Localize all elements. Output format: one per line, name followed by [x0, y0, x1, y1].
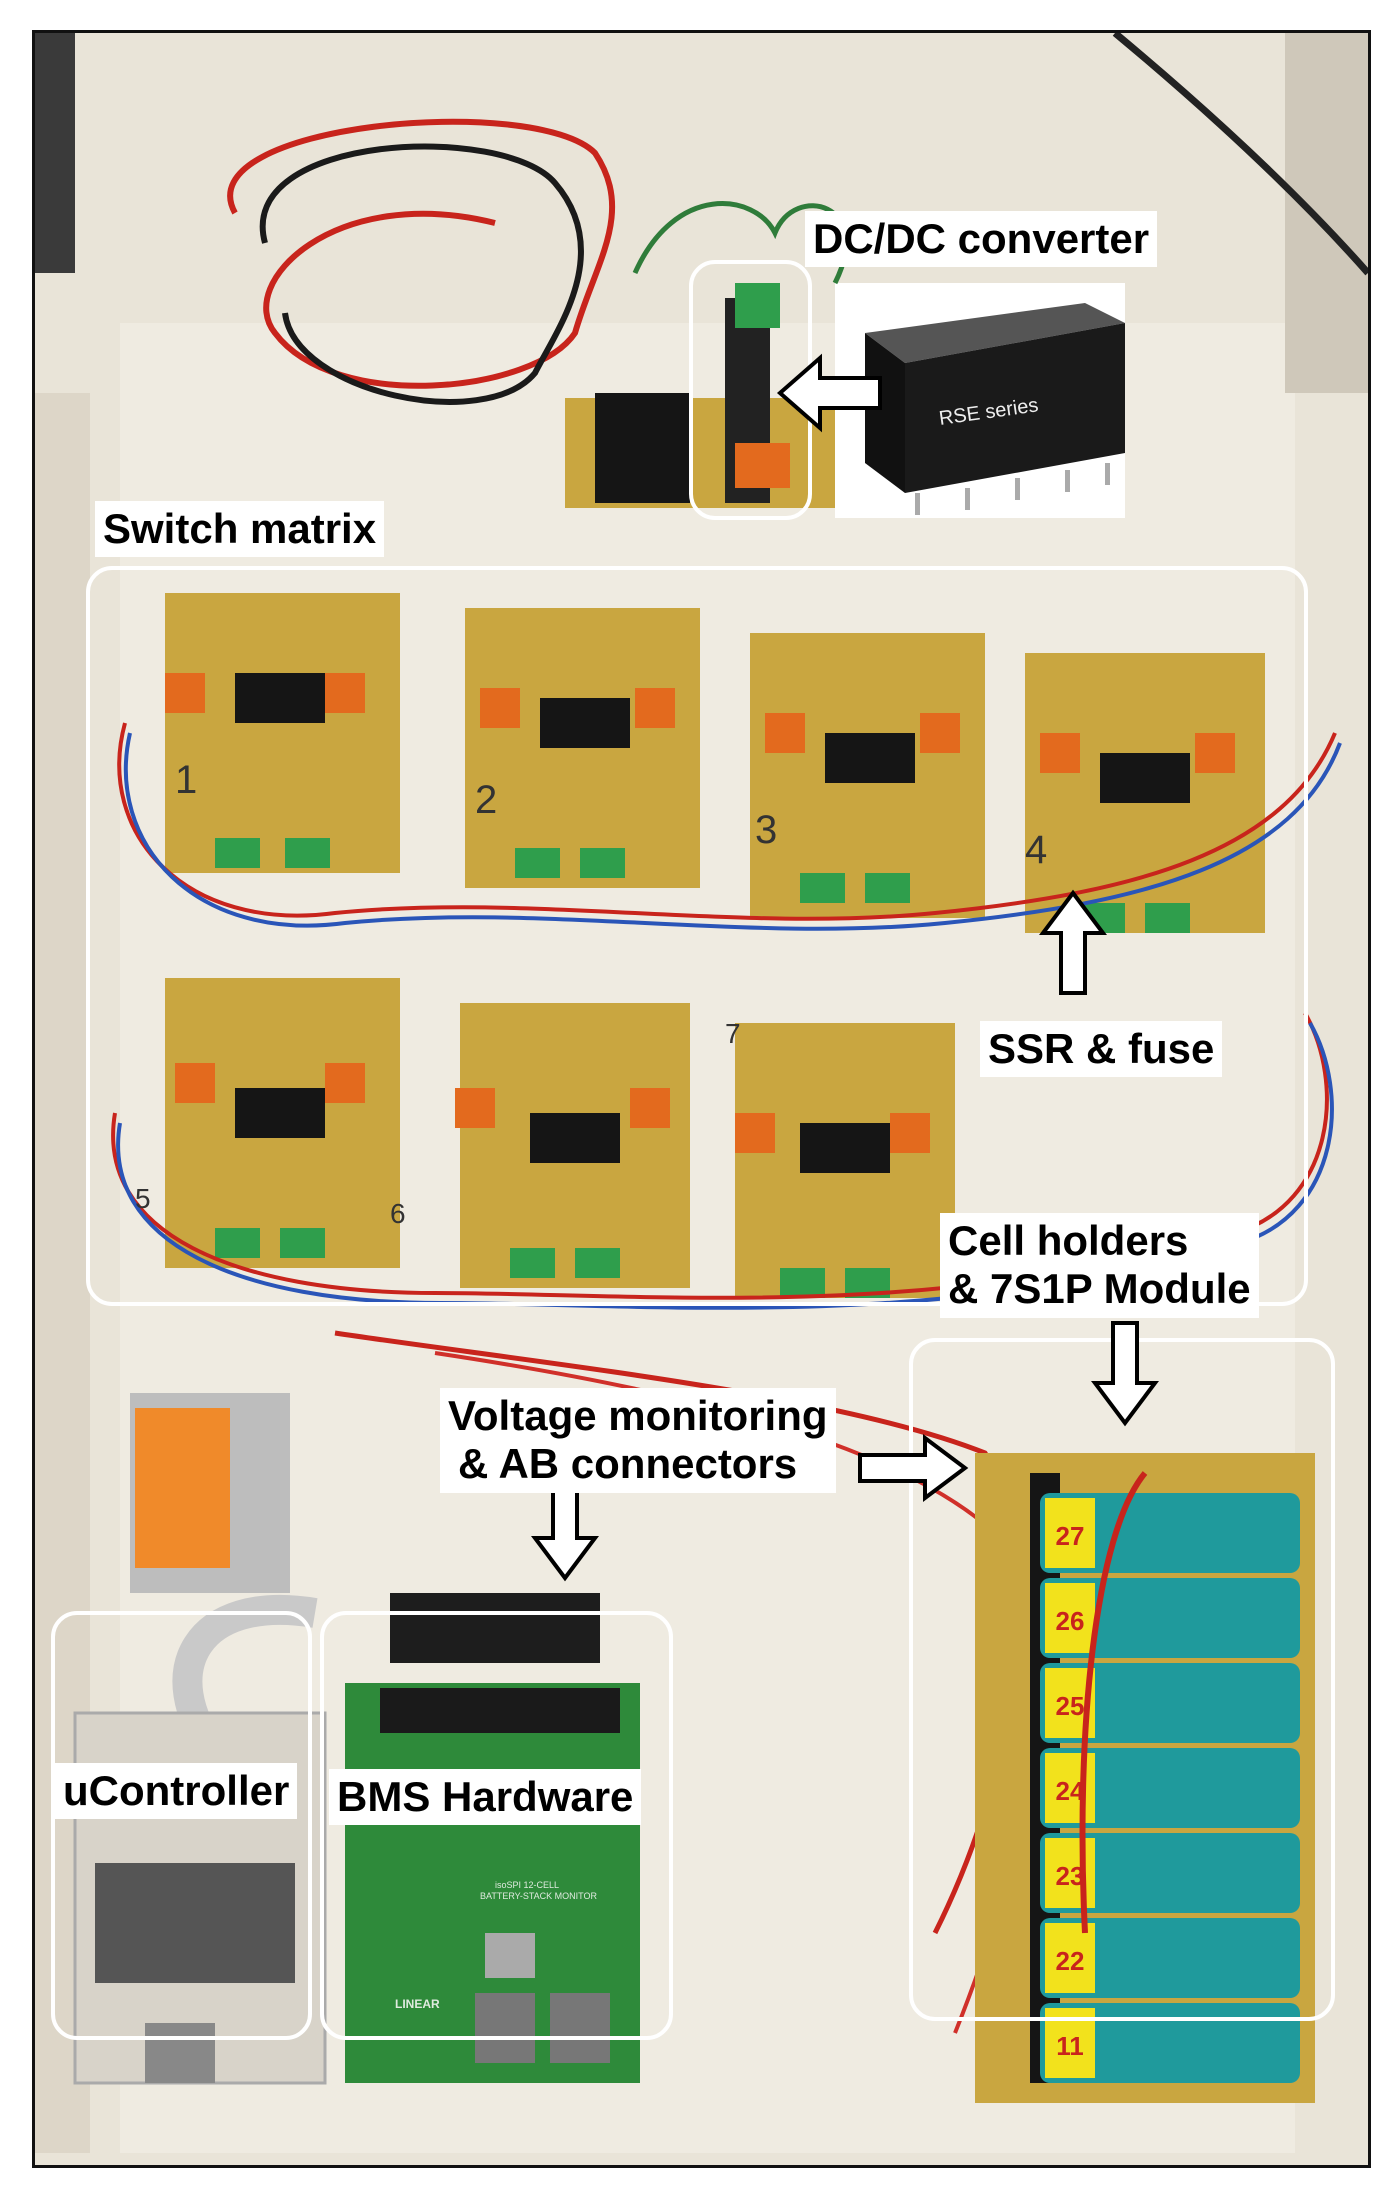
switch-board-2: [465, 608, 700, 888]
lever-connector: [130, 1393, 290, 1593]
cell-label: 23: [1056, 1861, 1085, 1891]
arrow-right-icon: [858, 1434, 969, 1502]
cell-holders-line1: Cell holders: [948, 1217, 1189, 1264]
ssr-fuse-label: SSR & fuse: [980, 1021, 1223, 1078]
dark-corner: [35, 33, 75, 273]
photo-frame: RSE series: [32, 30, 1371, 2168]
switch-number: 7: [725, 1018, 741, 1049]
twisted-wire-red-2: [111, 1012, 1329, 1300]
switch-number: 2: [475, 778, 497, 822]
arrow-up-icon: [1039, 889, 1107, 995]
ucontroller-label: uController: [55, 1763, 298, 1820]
cell-label: 27: [1056, 1521, 1085, 1551]
cell-holders-line2: & 7S1P Module: [948, 1265, 1251, 1313]
switch-number: 5: [135, 1183, 151, 1214]
black-cable: [259, 143, 584, 405]
ucontroller-box: [51, 1611, 312, 2040]
bms-hardware-label: BMS Hardware: [329, 1769, 642, 1826]
switch-number: 1: [175, 758, 197, 802]
battery-module: 27 26 25 24 23 22 11: [975, 1453, 1315, 2103]
switch-board-4: [1025, 653, 1265, 933]
bms-board: isoSPI 12-CELL BATTERY-STACK MONITOR LIN…: [345, 1683, 640, 2083]
cell-label: 11: [1056, 2031, 1084, 2061]
orange-terminal: [735, 443, 790, 488]
switch-number: 6: [390, 1198, 406, 1229]
voltage-monitoring-line1: Voltage monitoring: [448, 1392, 828, 1439]
cell-1s: 11: [1040, 2003, 1300, 2083]
switch-matrix-label: Switch matrix: [95, 501, 385, 558]
switch-number: 4: [1025, 828, 1047, 872]
voltage-monitoring-line2: & AB connectors: [458, 1440, 798, 1488]
cell-3s: 23: [1040, 1833, 1300, 1913]
green-terminal: [735, 283, 780, 328]
cell-label: 22: [1056, 1946, 1085, 1976]
black-cable-right: [1112, 33, 1368, 276]
ab-connector: [390, 1593, 600, 1663]
bms-hardware-box: [320, 1611, 673, 2040]
converter-photo: RSE series: [835, 283, 1125, 518]
cell-holders-label: Cell holders& 7S1P Module: [940, 1213, 1259, 1318]
switch-matrix-box: [86, 566, 1308, 1306]
switch-number: 3: [755, 808, 777, 852]
cell-label: 26: [1056, 1606, 1085, 1636]
twisted-wire-blue: [123, 732, 1342, 931]
dcdc-converter-label: DC/DC converter: [805, 211, 1158, 268]
cell-label: 25: [1056, 1691, 1085, 1721]
switch-board-5: [165, 978, 400, 1268]
cell-4s: 24: [1040, 1748, 1300, 1828]
switch-board-3: [750, 633, 985, 918]
red-cable: [227, 118, 616, 389]
twisted-wire-blue-2: [116, 1022, 1334, 1310]
arrow-down-icon: [1091, 1321, 1159, 1427]
cell-2s: 22: [1040, 1918, 1300, 1998]
twisted-wire-red: [117, 722, 1337, 921]
red-clip-wire: [1079, 1471, 1148, 1934]
voltage-monitoring-label: Voltage monitoring& AB connectors: [440, 1388, 836, 1493]
arrow-left-icon: [776, 353, 882, 433]
switch-board-6: [455, 1003, 690, 1288]
bms-brand-text: LINEAR: [395, 1997, 440, 2011]
bms-board-text-1: isoSPI 12-CELL: [495, 1880, 559, 1890]
black-terminal: [595, 393, 690, 503]
cell-7s: 27: [1040, 1493, 1300, 1573]
cell-holder-box: [909, 1338, 1335, 2021]
switch-board-1: [165, 593, 400, 873]
dark-corner-right: [1285, 33, 1368, 393]
cell-6s: 26: [1040, 1578, 1300, 1658]
bms-board-text-2: BATTERY-STACK MONITOR: [480, 1891, 598, 1901]
